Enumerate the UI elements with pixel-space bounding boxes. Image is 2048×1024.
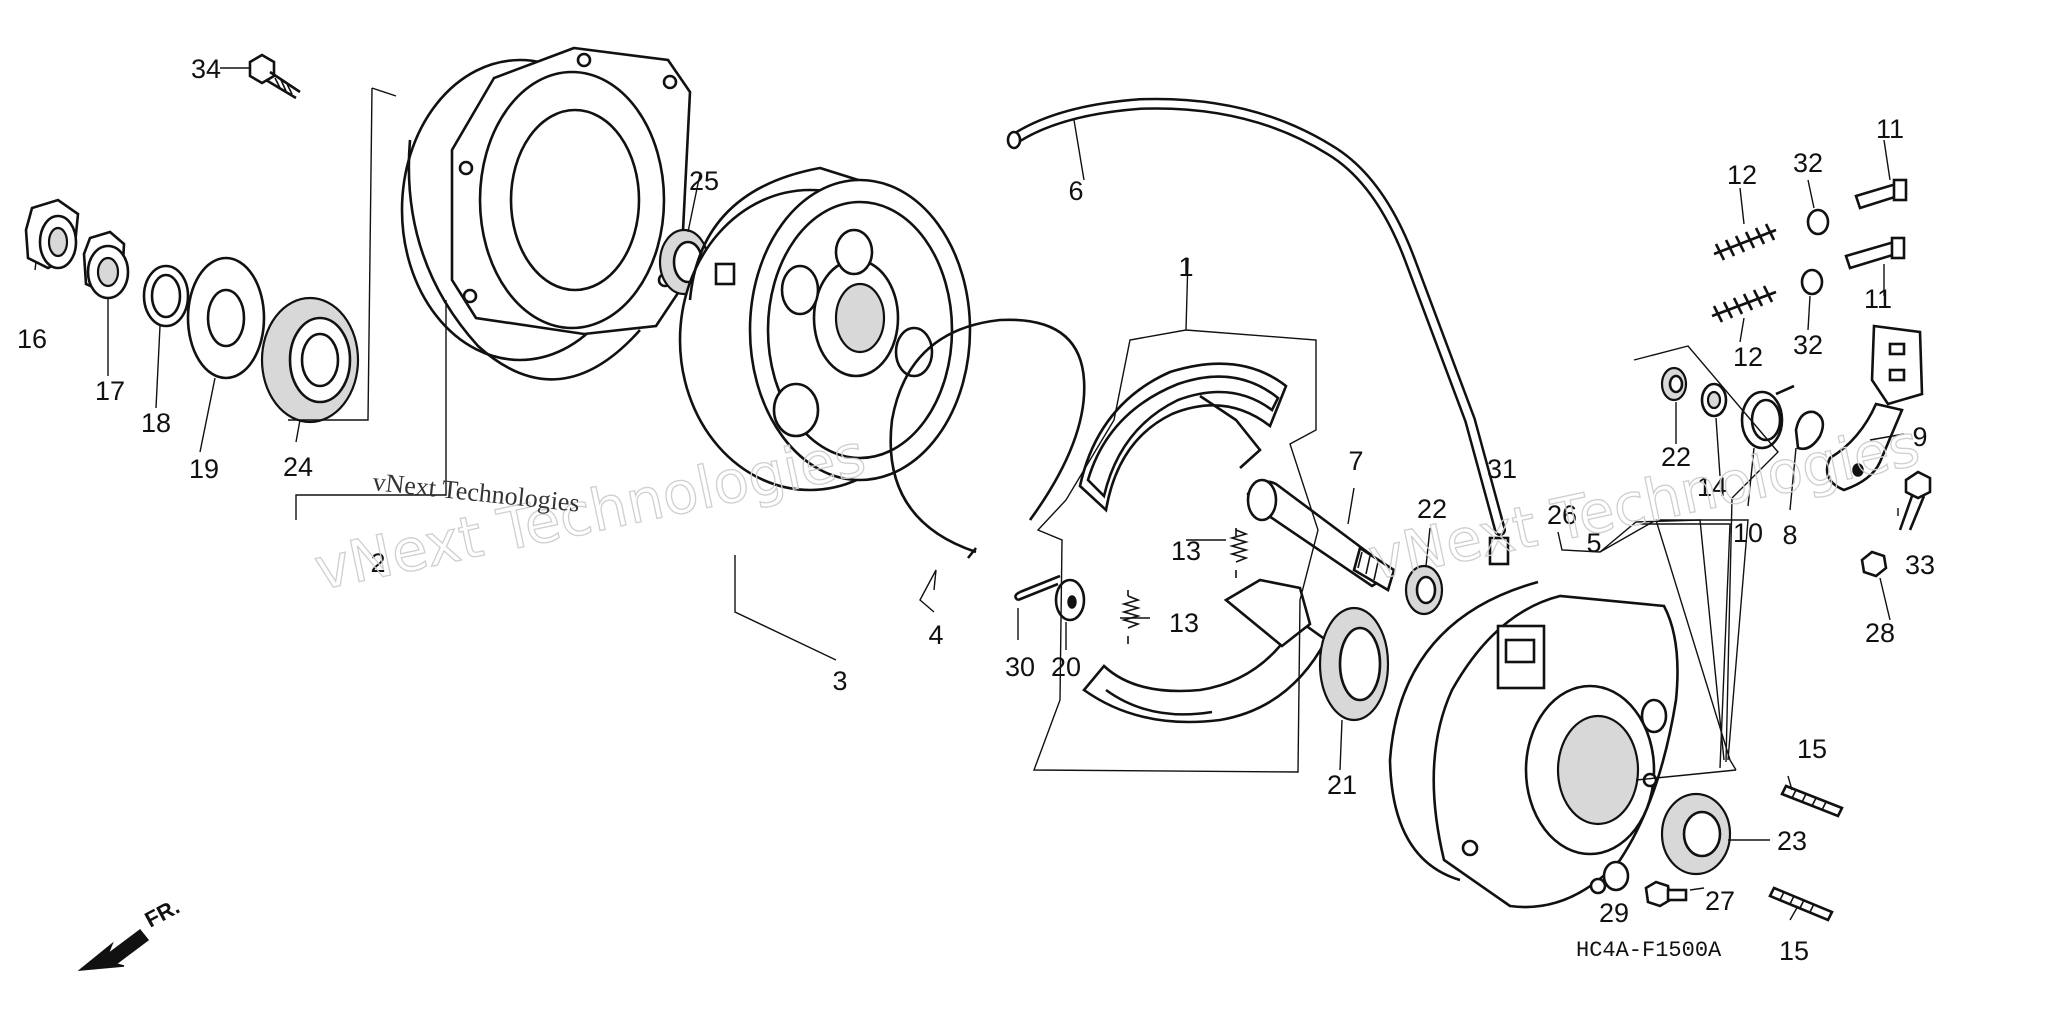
front-label: FR. <box>141 894 184 933</box>
label-part-12a: 12 <box>1727 160 1757 190</box>
washer-18-drawing <box>142 264 190 328</box>
spring-10-drawing <box>1740 384 1795 450</box>
cable-6-drawing <box>1006 97 1506 536</box>
label-part-10: 10 <box>1733 518 1763 548</box>
label-part-31: 31 <box>1487 454 1517 484</box>
label-part-7: 7 <box>1348 446 1363 476</box>
label-part-6: 6 <box>1068 176 1083 206</box>
label-part-22a: 22 <box>1417 494 1447 524</box>
label-part-28: 28 <box>1865 618 1895 648</box>
label-part-25: 25 <box>689 166 719 196</box>
label-part-22b: 22 <box>1661 442 1691 472</box>
label-part-32a: 32 <box>1793 148 1823 178</box>
bearing-24-drawing <box>260 296 360 424</box>
seal-22-right-drawing <box>1660 366 1688 402</box>
label-part-15a: 15 <box>1797 734 1827 764</box>
leader-lines <box>34 67 1905 921</box>
brake-hub-3-drawing <box>678 166 972 492</box>
label-part-18: 18 <box>141 408 171 438</box>
label-part-2: 2 <box>370 548 385 578</box>
label-part-12b: 12 <box>1733 342 1763 372</box>
label-part-3: 3 <box>832 666 847 696</box>
label-part-26: 26 <box>1547 500 1577 530</box>
brake-shoe-upper-drawing <box>1078 362 1288 513</box>
washer-20-drawing <box>1054 578 1086 622</box>
brake-arm-9-drawing <box>1825 324 1924 492</box>
drawing-code: HC4A-F1500A <box>1576 938 1722 963</box>
brake-panel-5-drawing <box>1388 580 1679 909</box>
watermark-right: vNext Technologies <box>1363 411 1925 594</box>
plate-19-drawing <box>186 256 266 380</box>
front-direction-indicator: FR. <box>77 894 184 971</box>
stud-15-lower-drawing <box>1768 886 1834 922</box>
bolt-34-drawing <box>248 53 301 100</box>
label-part-13a: 13 <box>1171 536 1201 566</box>
label-part-33: 33 <box>1905 550 1935 580</box>
spring-12-upper-drawing <box>1713 223 1777 261</box>
pin-11-upper-drawing <box>1854 178 1908 210</box>
bolt-27-drawing <box>1644 880 1688 908</box>
seal-21-drawing <box>1318 606 1390 722</box>
collar-32-upper-drawing <box>1806 208 1830 236</box>
brake-shoe-lower-drawing <box>1082 578 1328 724</box>
label-part-23: 23 <box>1777 826 1807 856</box>
label-part-24: 24 <box>283 452 313 482</box>
brake-drum-2-drawing <box>400 46 692 381</box>
pin-30-drawing <box>1014 574 1061 602</box>
spring-13-upper-drawing <box>1229 528 1249 578</box>
label-part-19: 19 <box>189 454 219 484</box>
label-part-16: 16 <box>17 324 47 354</box>
bolt-33-drawing <box>1898 470 1932 531</box>
label-part-32b: 32 <box>1793 330 1823 360</box>
spring-12-lower-drawing <box>1711 285 1777 323</box>
watermark-left: vNext Technologies <box>309 421 871 604</box>
label-part-27: 27 <box>1705 886 1735 916</box>
part-drawings <box>24 46 1932 922</box>
pin-11-lower-drawing <box>1844 236 1906 270</box>
plate-8-drawing <box>1794 410 1825 451</box>
stud-15-upper-drawing <box>1780 784 1844 818</box>
nut-16-drawing <box>24 198 80 270</box>
label-part-11b: 11 <box>1864 284 1892 314</box>
washer-14-drawing <box>1700 382 1728 418</box>
label-part-1: 1 <box>1178 252 1193 282</box>
front-arrow-icon <box>77 928 150 971</box>
nut-17-drawing <box>82 230 130 300</box>
label-part-14: 14 <box>1697 472 1727 502</box>
label-part-13b: 13 <box>1169 608 1199 638</box>
nut-28-drawing <box>1860 550 1888 578</box>
ring-4-drawing <box>889 318 1086 559</box>
collar-32-lower-drawing <box>1800 268 1824 296</box>
label-part-5: 5 <box>1586 528 1601 558</box>
label-part-29: 29 <box>1599 898 1629 928</box>
label-part-11a: 11 <box>1876 114 1904 144</box>
label-part-8: 8 <box>1782 520 1797 550</box>
part-number-labels: 1 2 3 4 5 6 7 8 9 10 11 11 12 12 13 13 1… <box>17 54 1935 966</box>
spring-13-lower-drawing <box>1121 590 1141 644</box>
bearing-23-drawing <box>1660 792 1732 876</box>
label-part-34: 34 <box>191 54 221 84</box>
label-part-21: 21 <box>1327 770 1357 800</box>
label-part-17: 17 <box>95 376 125 406</box>
label-part-4: 4 <box>928 620 943 650</box>
label-part-15b: 15 <box>1779 936 1809 966</box>
washer-29-drawing <box>1602 860 1630 892</box>
seal-22-drawing <box>1404 564 1444 616</box>
label-part-20: 20 <box>1051 652 1081 682</box>
part-31-drawing <box>1488 536 1510 566</box>
label-part-9: 9 <box>1912 422 1927 452</box>
cam-7-drawing <box>1246 478 1396 592</box>
label-part-30: 30 <box>1005 652 1035 682</box>
